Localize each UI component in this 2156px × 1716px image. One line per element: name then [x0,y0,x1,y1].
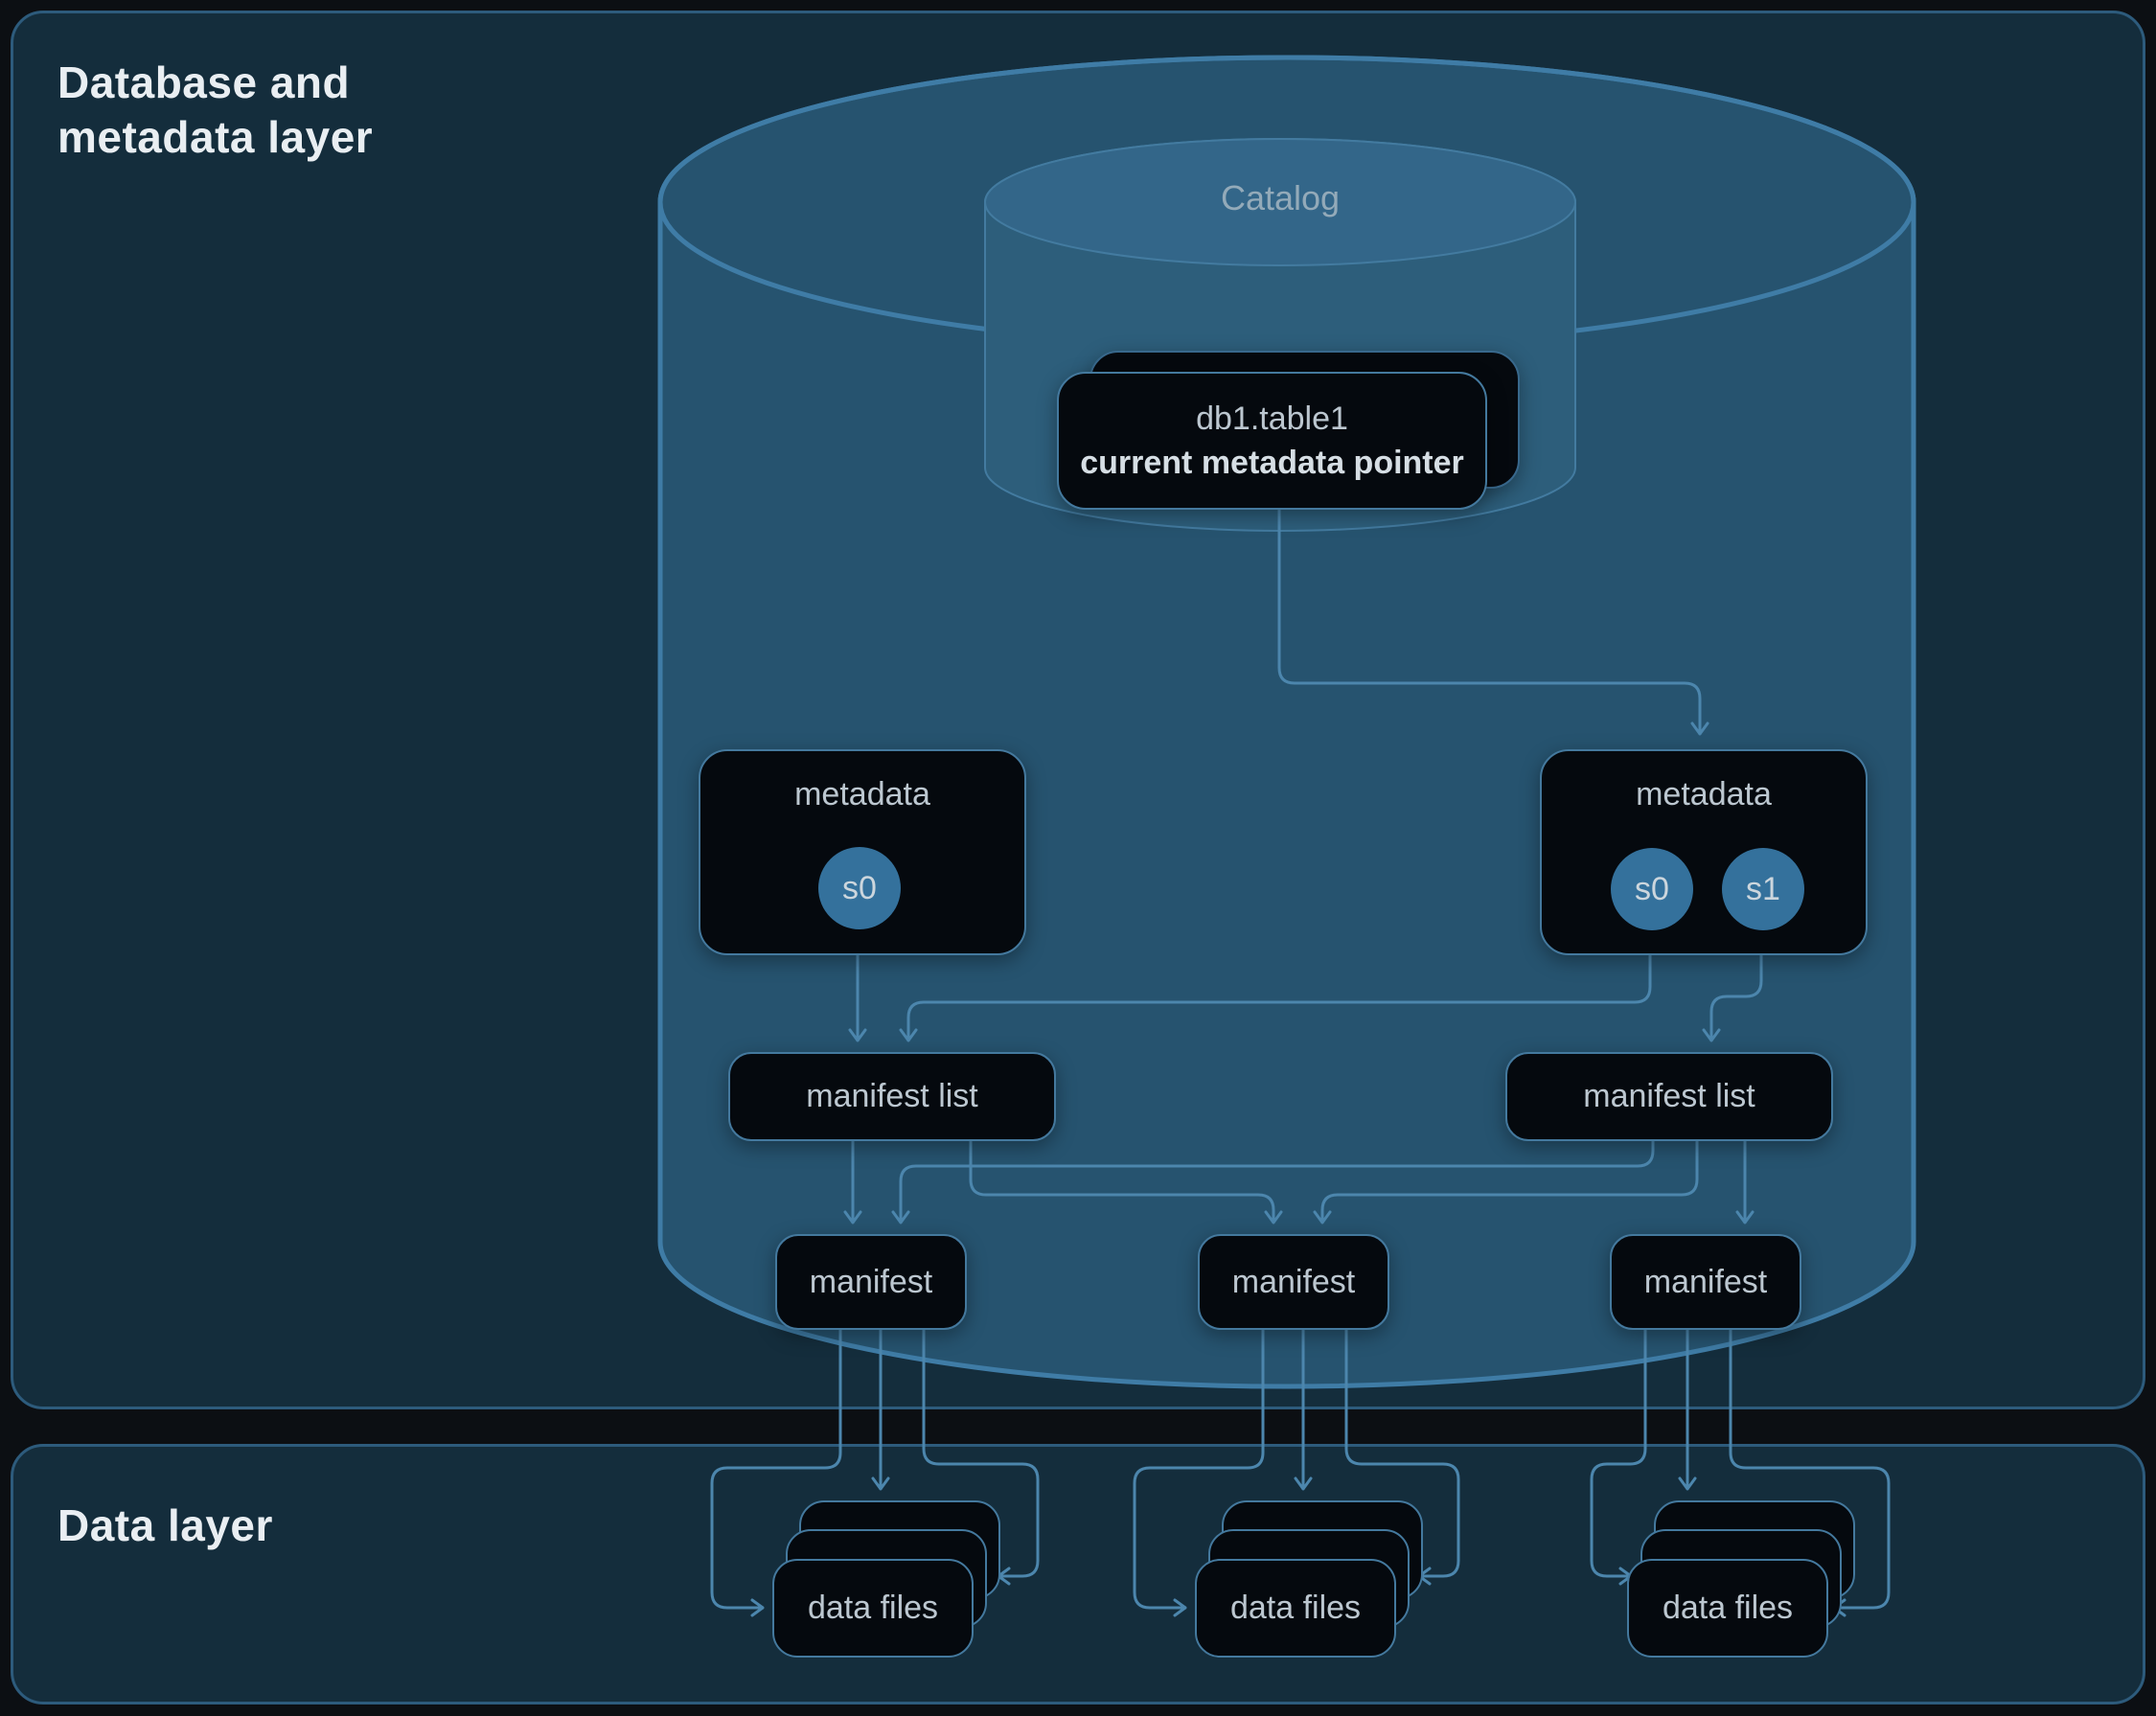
arrow-manifest-list-left-to-manifest-2 [969,1139,1273,1224]
data-files-label: data files [1229,1590,1362,1626]
snapshot-chip-s1: s1 [1722,848,1804,930]
data-files-label: data files [1662,1590,1794,1626]
manifest-label: manifest [809,1263,933,1300]
snapshot-chip-s0: s0 [1611,848,1693,930]
arrow-manifest-2-to-data-files-left [1133,1328,1265,1608]
metadata-label: metadata [794,776,930,812]
current-metadata-pointer-label: current metadata pointer [1080,445,1464,481]
manifest-list-left: manifest list [728,1052,1056,1141]
arrow-manifest-list-right-to-manifest-1 [901,1139,1655,1224]
data-file-card: data files [772,1559,974,1658]
arrow-manifest-1-to-data-files-left [710,1328,842,1608]
metadata-file-left: metadata s0 [699,749,1026,955]
data-files-label: data files [807,1590,939,1626]
arrow-manifest-2-to-data-files-right [1344,1328,1460,1576]
arrow-manifest-3-to-data-files-left [1590,1328,1647,1576]
data-file-card: data files [1627,1559,1828,1658]
metadata-file-right: metadata s0 s1 [1540,749,1868,955]
data-files-stack-2: data files [1195,1500,1444,1692]
arrow-manifest-3-to-data-files-right [1729,1328,1891,1608]
manifest-list-label: manifest list [1583,1078,1755,1114]
data-files-stack-3: data files [1627,1500,1876,1692]
arrow-manifest-list-right-to-manifest-2 [1322,1139,1699,1224]
table-name: db1.table1 [1196,400,1348,437]
manifest-3: manifest [1610,1234,1801,1330]
arrow-s1-to-manifest-list-right [1711,927,1763,1042]
arrow-manifest-1-to-data-files-right [922,1328,1040,1576]
arrow-s0-right-to-manifest-list-left [908,927,1652,1042]
manifest-list-label: manifest list [806,1078,978,1114]
data-file-card: data files [1195,1559,1396,1658]
manifest-label: manifest [1643,1263,1768,1300]
catalog-label: Catalog [1220,178,1341,217]
manifest-label: manifest [1231,1263,1356,1300]
arrow-pointer-to-metadata-right [1277,508,1700,736]
manifest-2: manifest [1198,1234,1389,1330]
manifest-list-right: manifest list [1505,1052,1833,1141]
table-pointer-box: db1.table1 current metadata pointer [1057,372,1487,510]
metadata-layer-title: Database and metadata layer [57,57,374,162]
data-files-stack-1: data files [772,1500,1021,1692]
snapshot-chip-s0: s0 [818,847,901,929]
data-layer-title: Data layer [57,1500,273,1550]
metadata-label: metadata [1636,776,1772,812]
manifest-1: manifest [775,1234,967,1330]
catalog-cylinder-rim [984,138,1576,266]
